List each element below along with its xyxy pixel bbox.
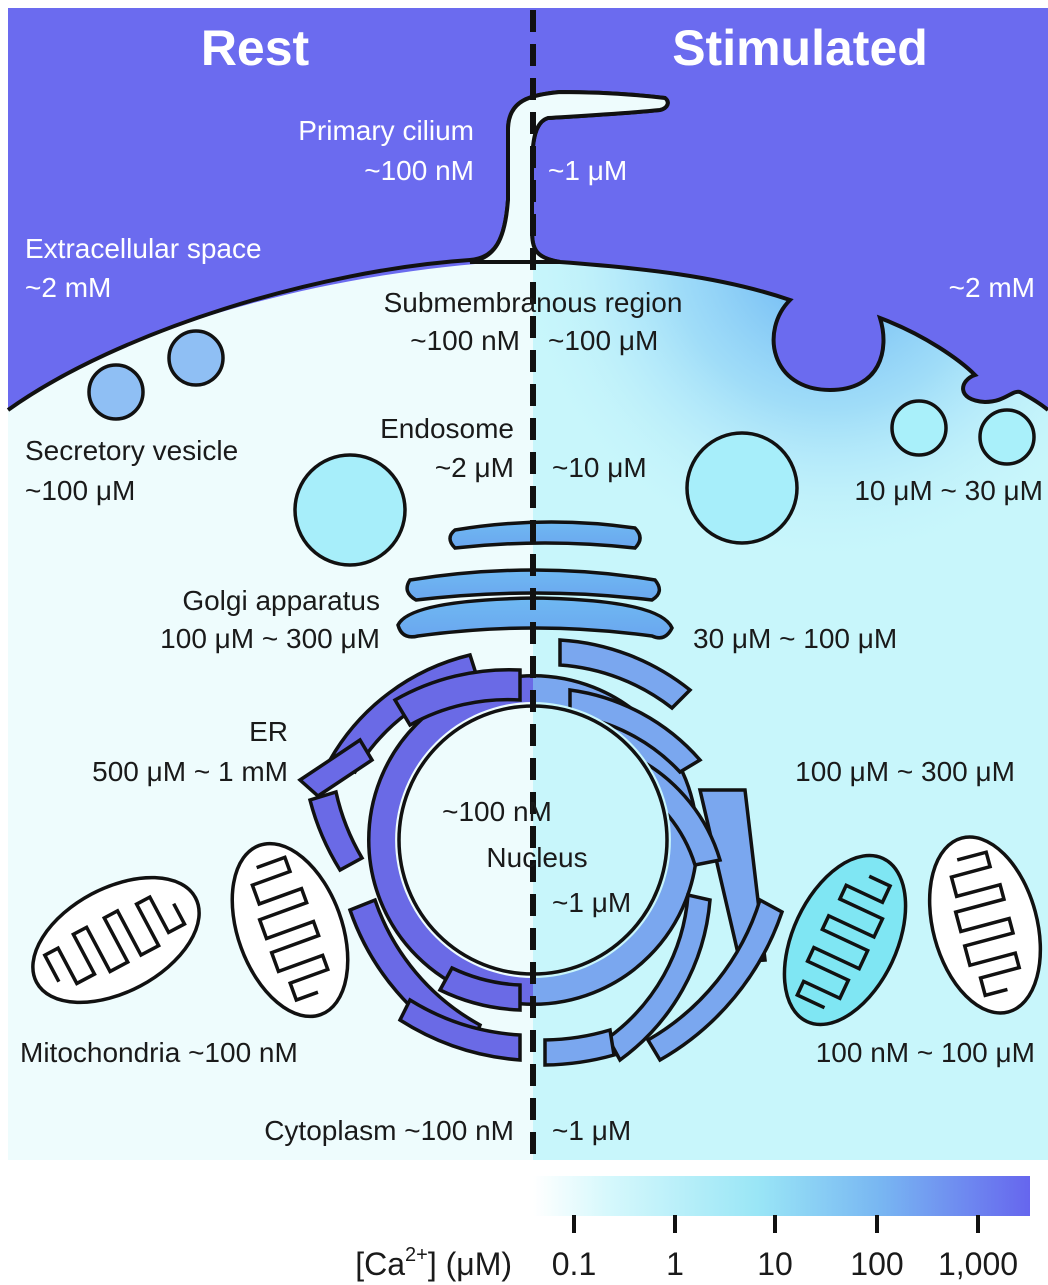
label-er: ER (249, 716, 288, 747)
colorbar-tick-label: 10 (757, 1246, 793, 1282)
label-endosome: Endosome (380, 413, 514, 444)
value-nucleus-rest: ~100 nM (442, 796, 552, 827)
label-submembranous-region: Submembranous region (384, 287, 683, 318)
value-submembranous-rest: ~100 nM (410, 325, 520, 356)
label-primary-cilium: Primary cilium (298, 115, 474, 146)
value-nucleus-stimulated: ~1 μM (552, 887, 631, 918)
colorbar-tick-label: 100 (850, 1246, 903, 1282)
endosome-stimulated (687, 433, 797, 543)
title-rest: Rest (201, 20, 310, 76)
secretory-vesicle-1 (89, 365, 143, 419)
colorbar-label-main: [Ca (355, 1246, 405, 1282)
calcium-colorbar (533, 1176, 1030, 1216)
colorbar-tick-label: 0.1 (552, 1246, 596, 1282)
value-cilium-rest: ~100 nM (364, 155, 474, 186)
value-cytoplasm-stimulated: ~1 μM (552, 1115, 631, 1146)
title-stimulated: Stimulated (672, 20, 928, 76)
value-submembranous-stimulated: ~100 μM (548, 325, 658, 356)
colorbar-tick-label: 1 (666, 1246, 684, 1282)
value-secretory-rest: ~100 μM (25, 475, 135, 506)
label-secretory-vesicle: Secretory vesicle (25, 435, 238, 466)
label-mitochondria-rest: Mitochondria ~100 nM (20, 1037, 298, 1068)
value-extracellular-rest: ~2 mM (25, 272, 111, 303)
value-mitochondria-stimulated: 100 nM ~ 100 μM (816, 1037, 1035, 1068)
secretory-vesicle-2 (169, 331, 223, 385)
secretory-vesicle-3 (892, 401, 946, 455)
label-golgi: Golgi apparatus (182, 585, 380, 616)
value-golgi-rest: 100 μM ~ 300 μM (160, 623, 380, 654)
endosome-rest (295, 455, 405, 565)
label-nucleus: Nucleus (486, 842, 587, 873)
value-endosome-stimulated: ~10 μM (552, 452, 647, 483)
secretory-vesicle-4 (980, 410, 1034, 464)
value-er-stimulated: 100 μM ~ 300 μM (795, 756, 1015, 787)
label-cytoplasm-rest: Cytoplasm ~100 nM (264, 1115, 514, 1146)
label-extracellular-space: Extracellular space (25, 233, 262, 264)
value-secretory-stimulated: 10 μM ~ 30 μM (854, 475, 1043, 506)
colorbar-label-end: ] (μM) (428, 1246, 512, 1282)
colorbar-tick-label: 1,000 (938, 1246, 1018, 1282)
value-cilium-stimulated: ~1 μM (548, 155, 627, 186)
value-extracellular-stimulated: ~2 mM (949, 272, 1035, 303)
value-endosome-rest: ~2 μM (435, 452, 514, 483)
colorbar-label: [Ca2+] (μM) (355, 1244, 512, 1282)
value-er-rest: 500 μM ~ 1 mM (92, 756, 288, 787)
colorbar-ticks (574, 1215, 978, 1233)
colorbar-label-sup: 2+ (405, 1244, 428, 1266)
value-golgi-stimulated: 30 μM ~ 100 μM (693, 623, 897, 654)
